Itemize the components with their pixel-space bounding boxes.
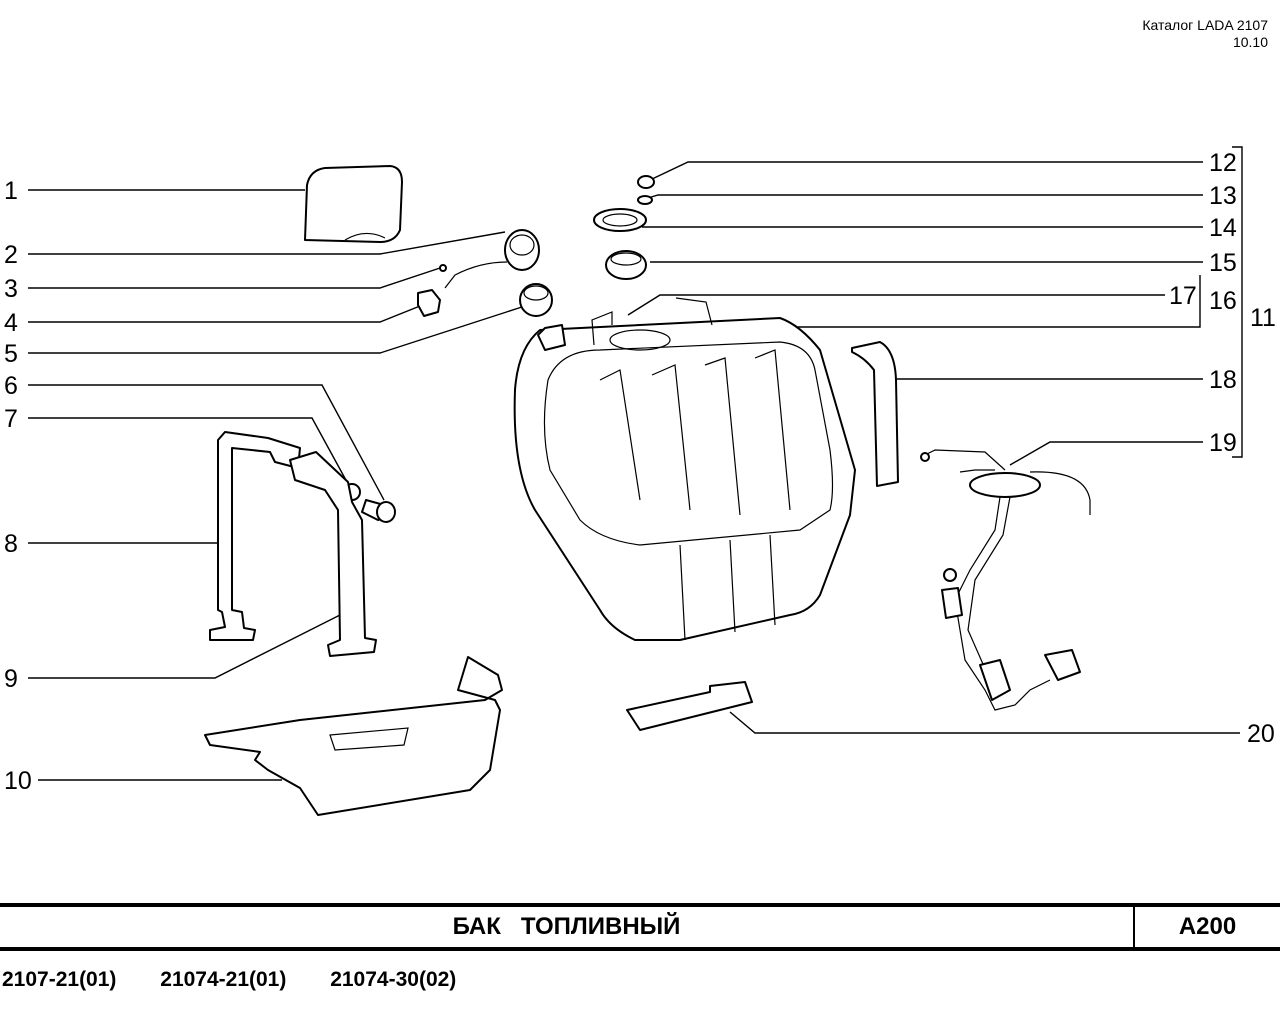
part-15-gasket [605,250,647,280]
catalog-name: Каталог LADA 2107 [1142,17,1268,33]
callout-7: 7 [4,405,18,433]
callout-17: 17 [1169,282,1197,310]
part-2-filler-cap [444,229,540,289]
part-14-ring [593,208,647,232]
callout-12: 12 [1209,149,1237,177]
part-8-strap [209,431,301,641]
callout-3: 3 [4,275,18,303]
callout-13: 13 [1209,182,1237,210]
callout-1: 1 [4,177,18,205]
callout-16: 16 [1209,287,1237,315]
part-18-pad [851,341,899,487]
part-3-washer [439,264,447,272]
part-16-fuel-tank [513,297,856,641]
model-code: 21074-30(02) [330,968,457,991]
catalog-date: 10.10 [1232,34,1268,50]
callout-18: 18 [1209,366,1237,394]
part-13-washer [637,195,653,205]
callout-9: 9 [4,665,18,693]
callout-11: 11 [1250,304,1276,332]
title-bar: БАК ТОПЛИВНЫЙ A200 [0,903,1280,951]
model-code: 21074-21(01) [160,968,287,991]
model-code: 2107-21(01) [2,968,117,991]
callout-10: 10 [4,767,32,795]
model-list: 2107-21(01) 21074-21(01) 21074-30(02) [2,968,494,992]
part-4-bracket [417,289,441,317]
part-12-nut [637,175,655,189]
callout-2: 2 [4,241,18,269]
callout-8: 8 [4,530,18,558]
callout-numbers: 1 2 3 4 5 6 7 8 9 10 12 13 14 15 17 16 1… [4,149,1276,795]
part-19-fuel-sender [920,449,1091,711]
part-5-cap [519,283,553,317]
part-9-strap [289,451,377,657]
part-20-plate [626,681,753,731]
callout-20: 20 [1247,720,1275,748]
callout-5: 5 [4,340,18,368]
callout-6: 6 [4,372,18,400]
callout-15: 15 [1209,249,1237,277]
section-code: A200 [1178,913,1237,940]
callout-4: 4 [4,309,18,337]
callout-14: 14 [1209,214,1237,242]
part-1-cover [304,165,403,243]
divider [1133,907,1135,947]
parts-diagram: 1 2 3 4 5 6 7 8 9 10 12 13 14 15 17 16 1… [4,146,1276,816]
callout-19: 19 [1209,429,1237,457]
leader-lines [28,146,1243,781]
part-6-bolt [361,499,396,523]
page-title: БАК ТОПЛИВНЫЙ [452,913,681,940]
part-10-shield [204,656,503,816]
